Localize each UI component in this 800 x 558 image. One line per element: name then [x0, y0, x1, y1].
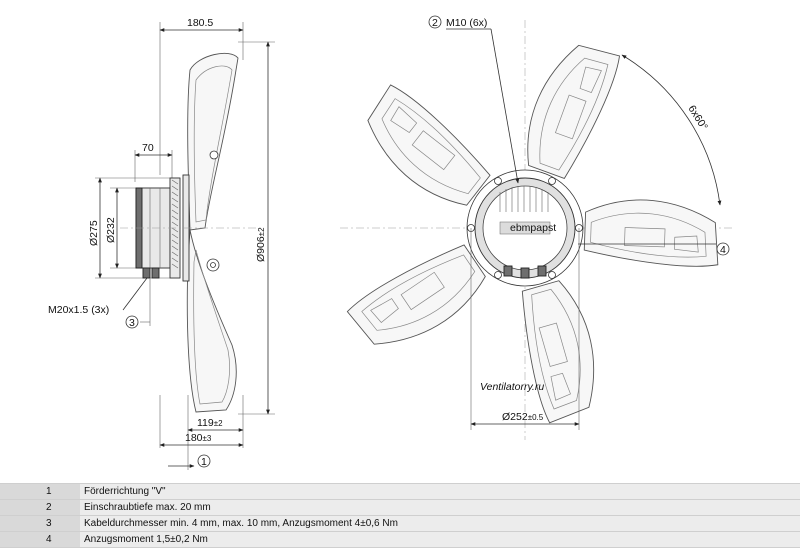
legend-row: 1 Förderrichtung "V" [0, 483, 800, 500]
label-thread: M10 (6x) [446, 17, 487, 29]
legend-row: 2 Einschraubtiefe max. 20 mm [0, 499, 800, 516]
callout-3-marker [125, 315, 139, 329]
label-angle: 6x60° [685, 103, 709, 132]
legend-number: 2 [0, 499, 80, 516]
dim-diameter-inner: Ø232 [105, 217, 117, 243]
dim-fan-diameter: Ø906±2 [255, 227, 267, 262]
callout-4-marker [716, 242, 730, 256]
motor-hub: ebmpapst [466, 169, 584, 287]
callout-2-marker [428, 15, 442, 29]
dim-diameter-outer: Ø275 [88, 220, 100, 246]
label-cable-gland: M20x1.5 (3x) [48, 304, 109, 316]
legend-table: 1 Förderrichtung "V" 2 Einschraubtiefe m… [0, 483, 800, 548]
callout-3: 3 [129, 317, 135, 329]
fan-side-profile [182, 52, 239, 413]
technical-drawing: 180.5 70 Ø275 Ø232 [48, 15, 735, 470]
side-view: 180.5 70 Ø275 Ø232 [48, 17, 275, 470]
dim-bolt-circle: Ø252±0.5 [502, 411, 544, 423]
front-view: ebmpapst 2 M10 (6x) 6x60° 4 Ø252±0.5 [340, 15, 735, 440]
callout-4: 4 [720, 244, 726, 256]
legend-text: Kabeldurchmesser min. 4 mm, max. 10 mm, … [80, 515, 800, 532]
legend-number: 3 [0, 515, 80, 532]
legend-text: Förderrichtung "V" [80, 483, 800, 500]
legend-row: 4 Anzugsmoment 1,5±0,2 Nm [0, 531, 800, 548]
dim-motor-depth: 70 [142, 142, 154, 154]
watermark: Ventilatorry.ru [480, 381, 544, 393]
callout-1: 1 [201, 456, 207, 468]
dim-depth-a: 119±2 [197, 417, 223, 429]
legend-text: Einschraubtiefe max. 20 mm [80, 499, 800, 516]
legend-number: 1 [0, 483, 80, 500]
legend-row: 3 Kabeldurchmesser min. 4 mm, max. 10 mm… [0, 515, 800, 532]
legend-text: Anzugsmoment 1,5±0,2 Nm [80, 531, 800, 548]
hub-brand: ebmpapst [510, 222, 556, 234]
dim-depth-b: 180±3 [185, 432, 212, 444]
callout-1-marker [197, 454, 211, 468]
callout-2: 2 [432, 17, 438, 29]
dim-width-total: 180.5 [187, 17, 213, 29]
legend-number: 4 [0, 531, 80, 548]
